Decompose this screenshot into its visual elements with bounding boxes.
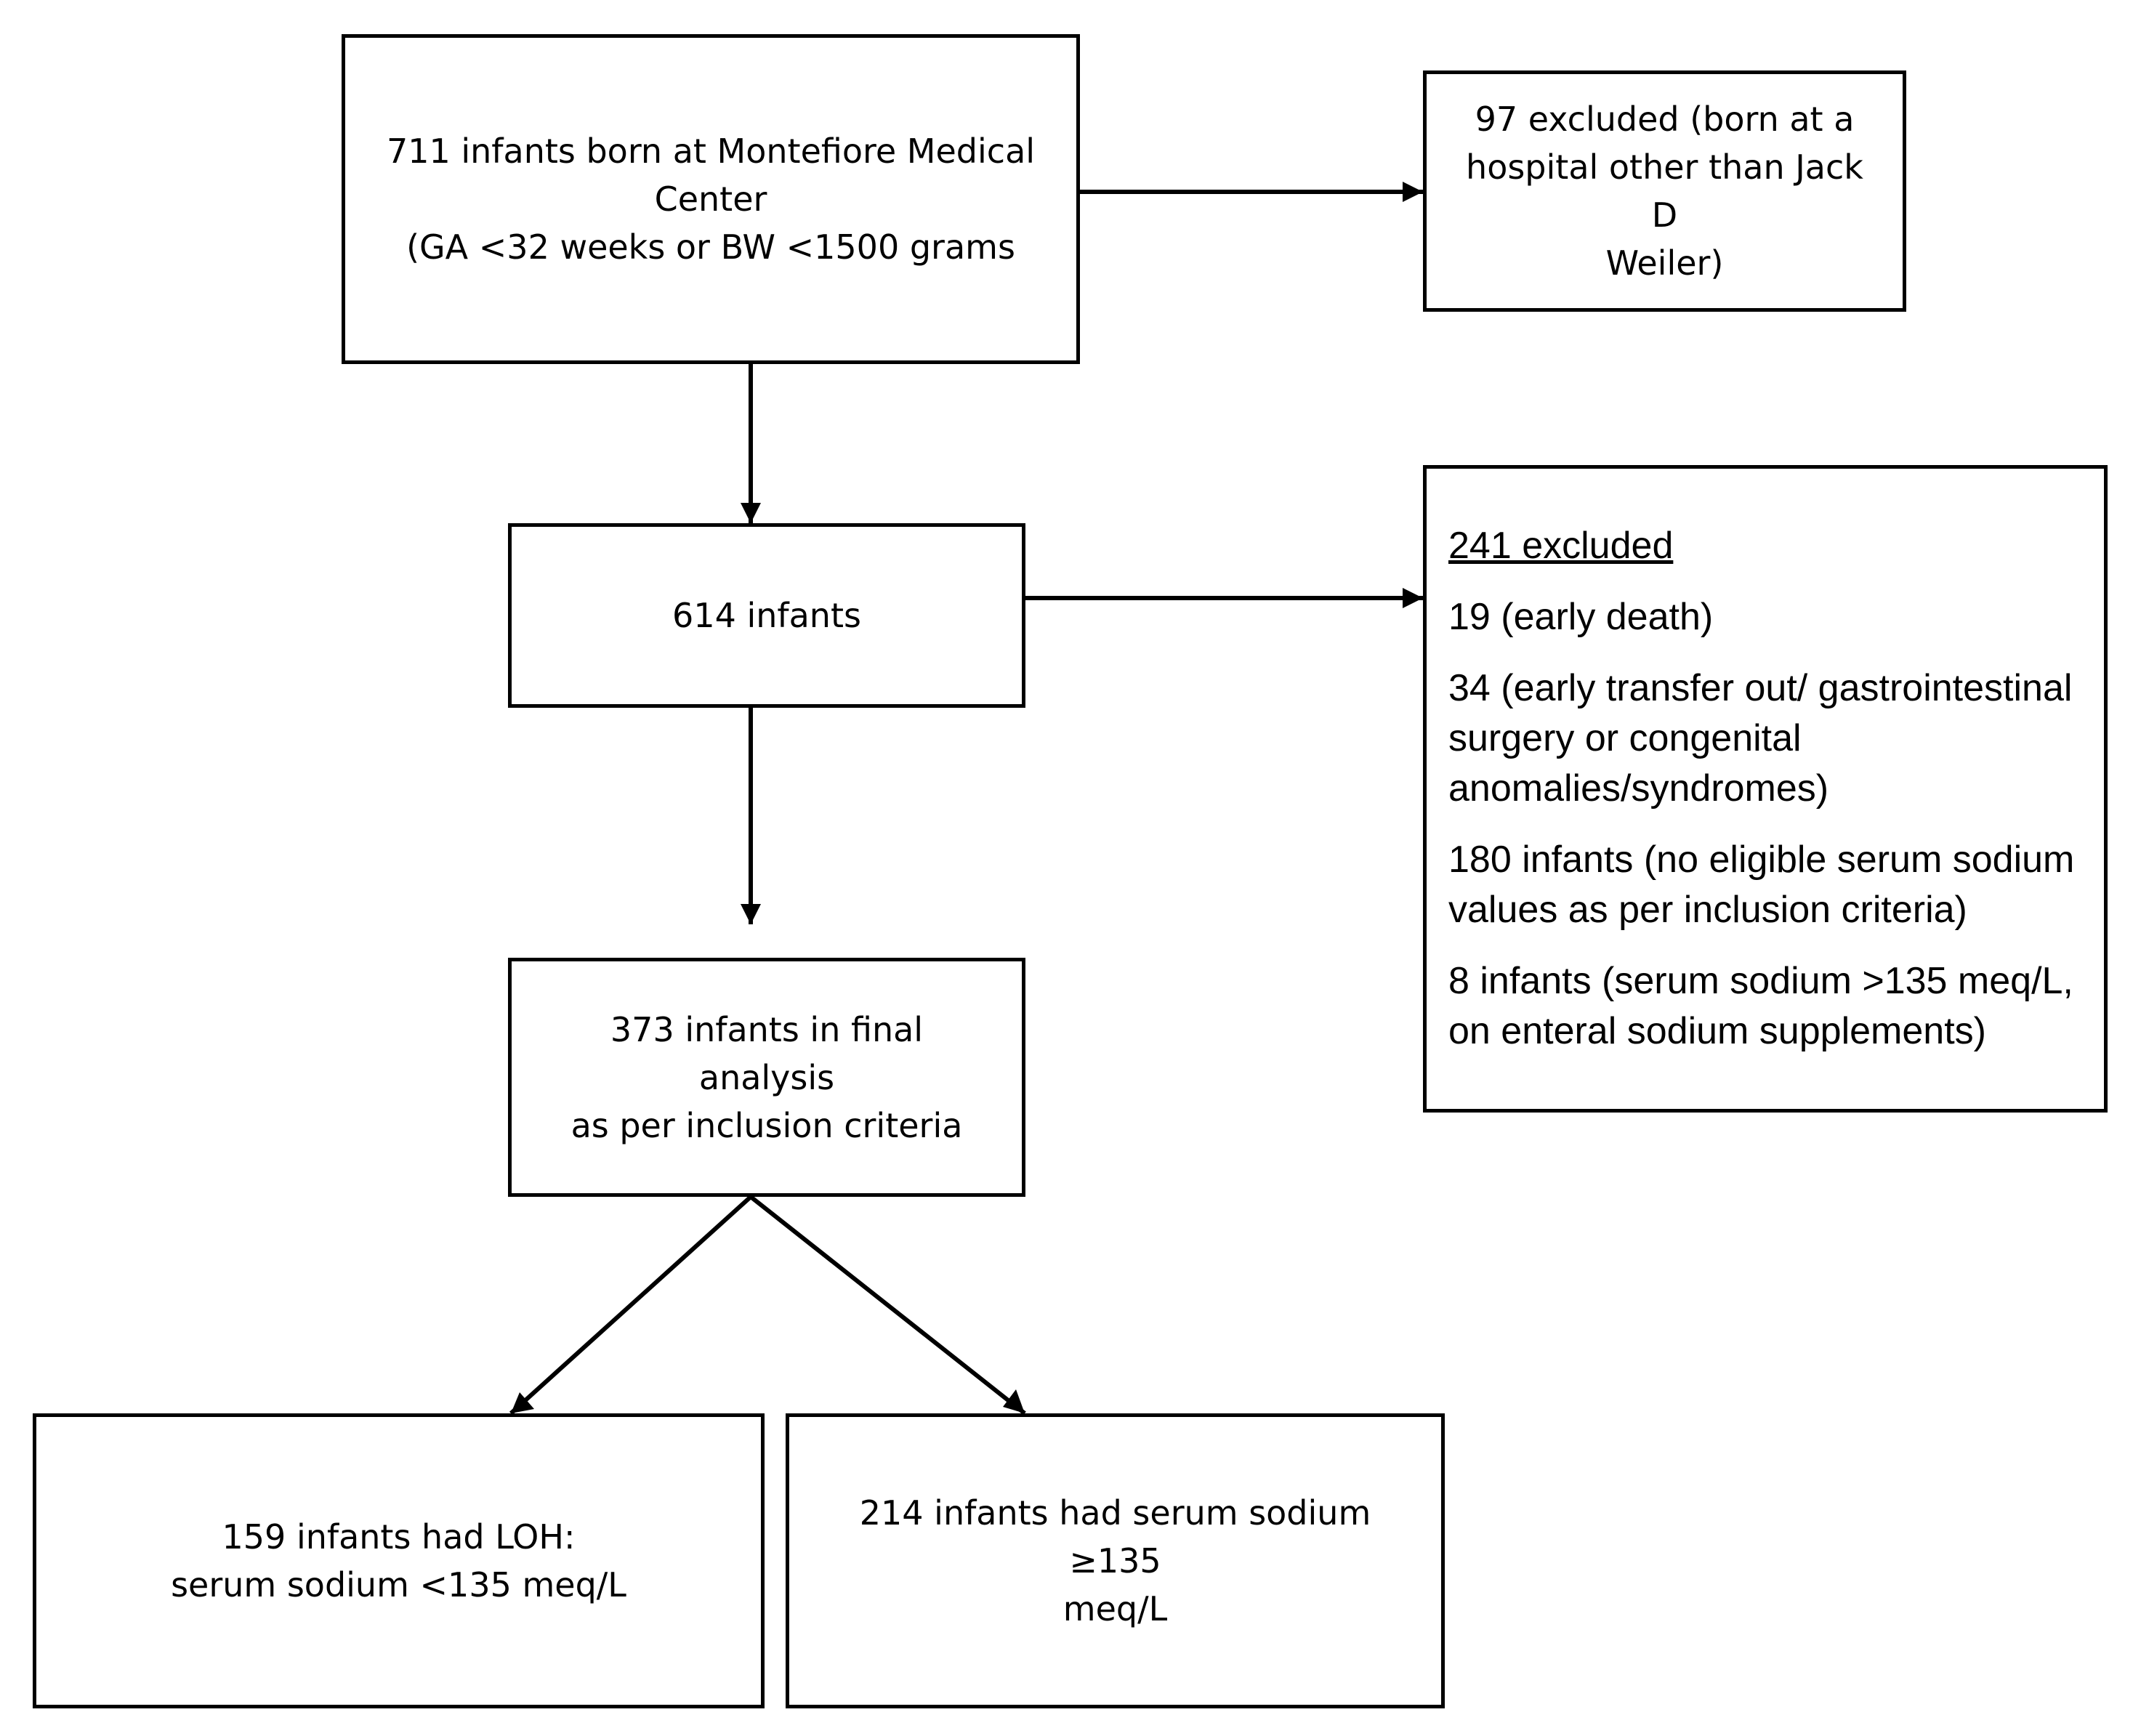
box-text-line: as per inclusion criteria bbox=[570, 1105, 963, 1145]
box-text-line: 214 infants had serum sodium ≥135 bbox=[859, 1493, 1371, 1580]
excluded-item: 19 (early death) bbox=[1448, 596, 1714, 638]
arrow-373-to-normal bbox=[749, 1195, 1026, 1416]
box-614-infants: 614 infants bbox=[508, 523, 1025, 708]
box-text-line: Weiler) bbox=[1605, 243, 1724, 283]
arrowhead-excluded-241 bbox=[1403, 588, 1423, 608]
box-text-line: serum sodium <135 meq/L bbox=[171, 1565, 626, 1604]
box-text-line: 159 infants had LOH: bbox=[222, 1517, 576, 1557]
excluded-header: 241 excluded bbox=[1448, 525, 1674, 567]
box-text-line: 97 excluded (born at a bbox=[1475, 100, 1855, 139]
excluded-item: 8 infants (serum sodium >135 meq/L, on e… bbox=[1448, 960, 2073, 1052]
box-text-line: 711 infants born at Montefiore Medical bbox=[386, 132, 1036, 171]
box-text-line: (GA <32 weeks or BW <1500 grams bbox=[406, 227, 1015, 267]
box-excluded-other-hospital: 97 excluded (born at a hospital other th… bbox=[1423, 70, 1906, 312]
arrowhead-373 bbox=[741, 904, 761, 924]
arrow-373-to-loh bbox=[509, 1195, 753, 1416]
arrowhead-loh bbox=[511, 1392, 534, 1413]
box-born-at-montefiore: 711 infants born at Montefiore Medical C… bbox=[342, 34, 1080, 364]
arrowhead-normal bbox=[1003, 1389, 1025, 1413]
arrowhead-excluded-hospital bbox=[1403, 182, 1423, 202]
excluded-item: 180 infants (no eligible serum sodium va… bbox=[1448, 839, 2075, 931]
box-241-excluded: 241 excluded 19 (early death) 34 (early … bbox=[1423, 465, 2108, 1113]
box-text-line: Center bbox=[654, 179, 767, 219]
box-text-line: 373 infants in final analysis bbox=[610, 1009, 924, 1097]
box-normal-sodium-infants: 214 infants had serum sodium ≥135 meq/L bbox=[786, 1413, 1445, 1708]
box-loh-infants: 159 infants had LOH: serum sodium <135 m… bbox=[33, 1413, 765, 1708]
excluded-item: 34 (early transfer out/ gastrointestinal… bbox=[1448, 667, 2073, 810]
box-text: 614 infants bbox=[672, 596, 861, 635]
box-text-line: hospital other than Jack D bbox=[1466, 148, 1863, 235]
box-final-analysis: 373 infants in final analysis as per inc… bbox=[508, 958, 1025, 1197]
arrowhead-614 bbox=[741, 503, 761, 523]
box-text-line: meq/L bbox=[1063, 1589, 1168, 1628]
